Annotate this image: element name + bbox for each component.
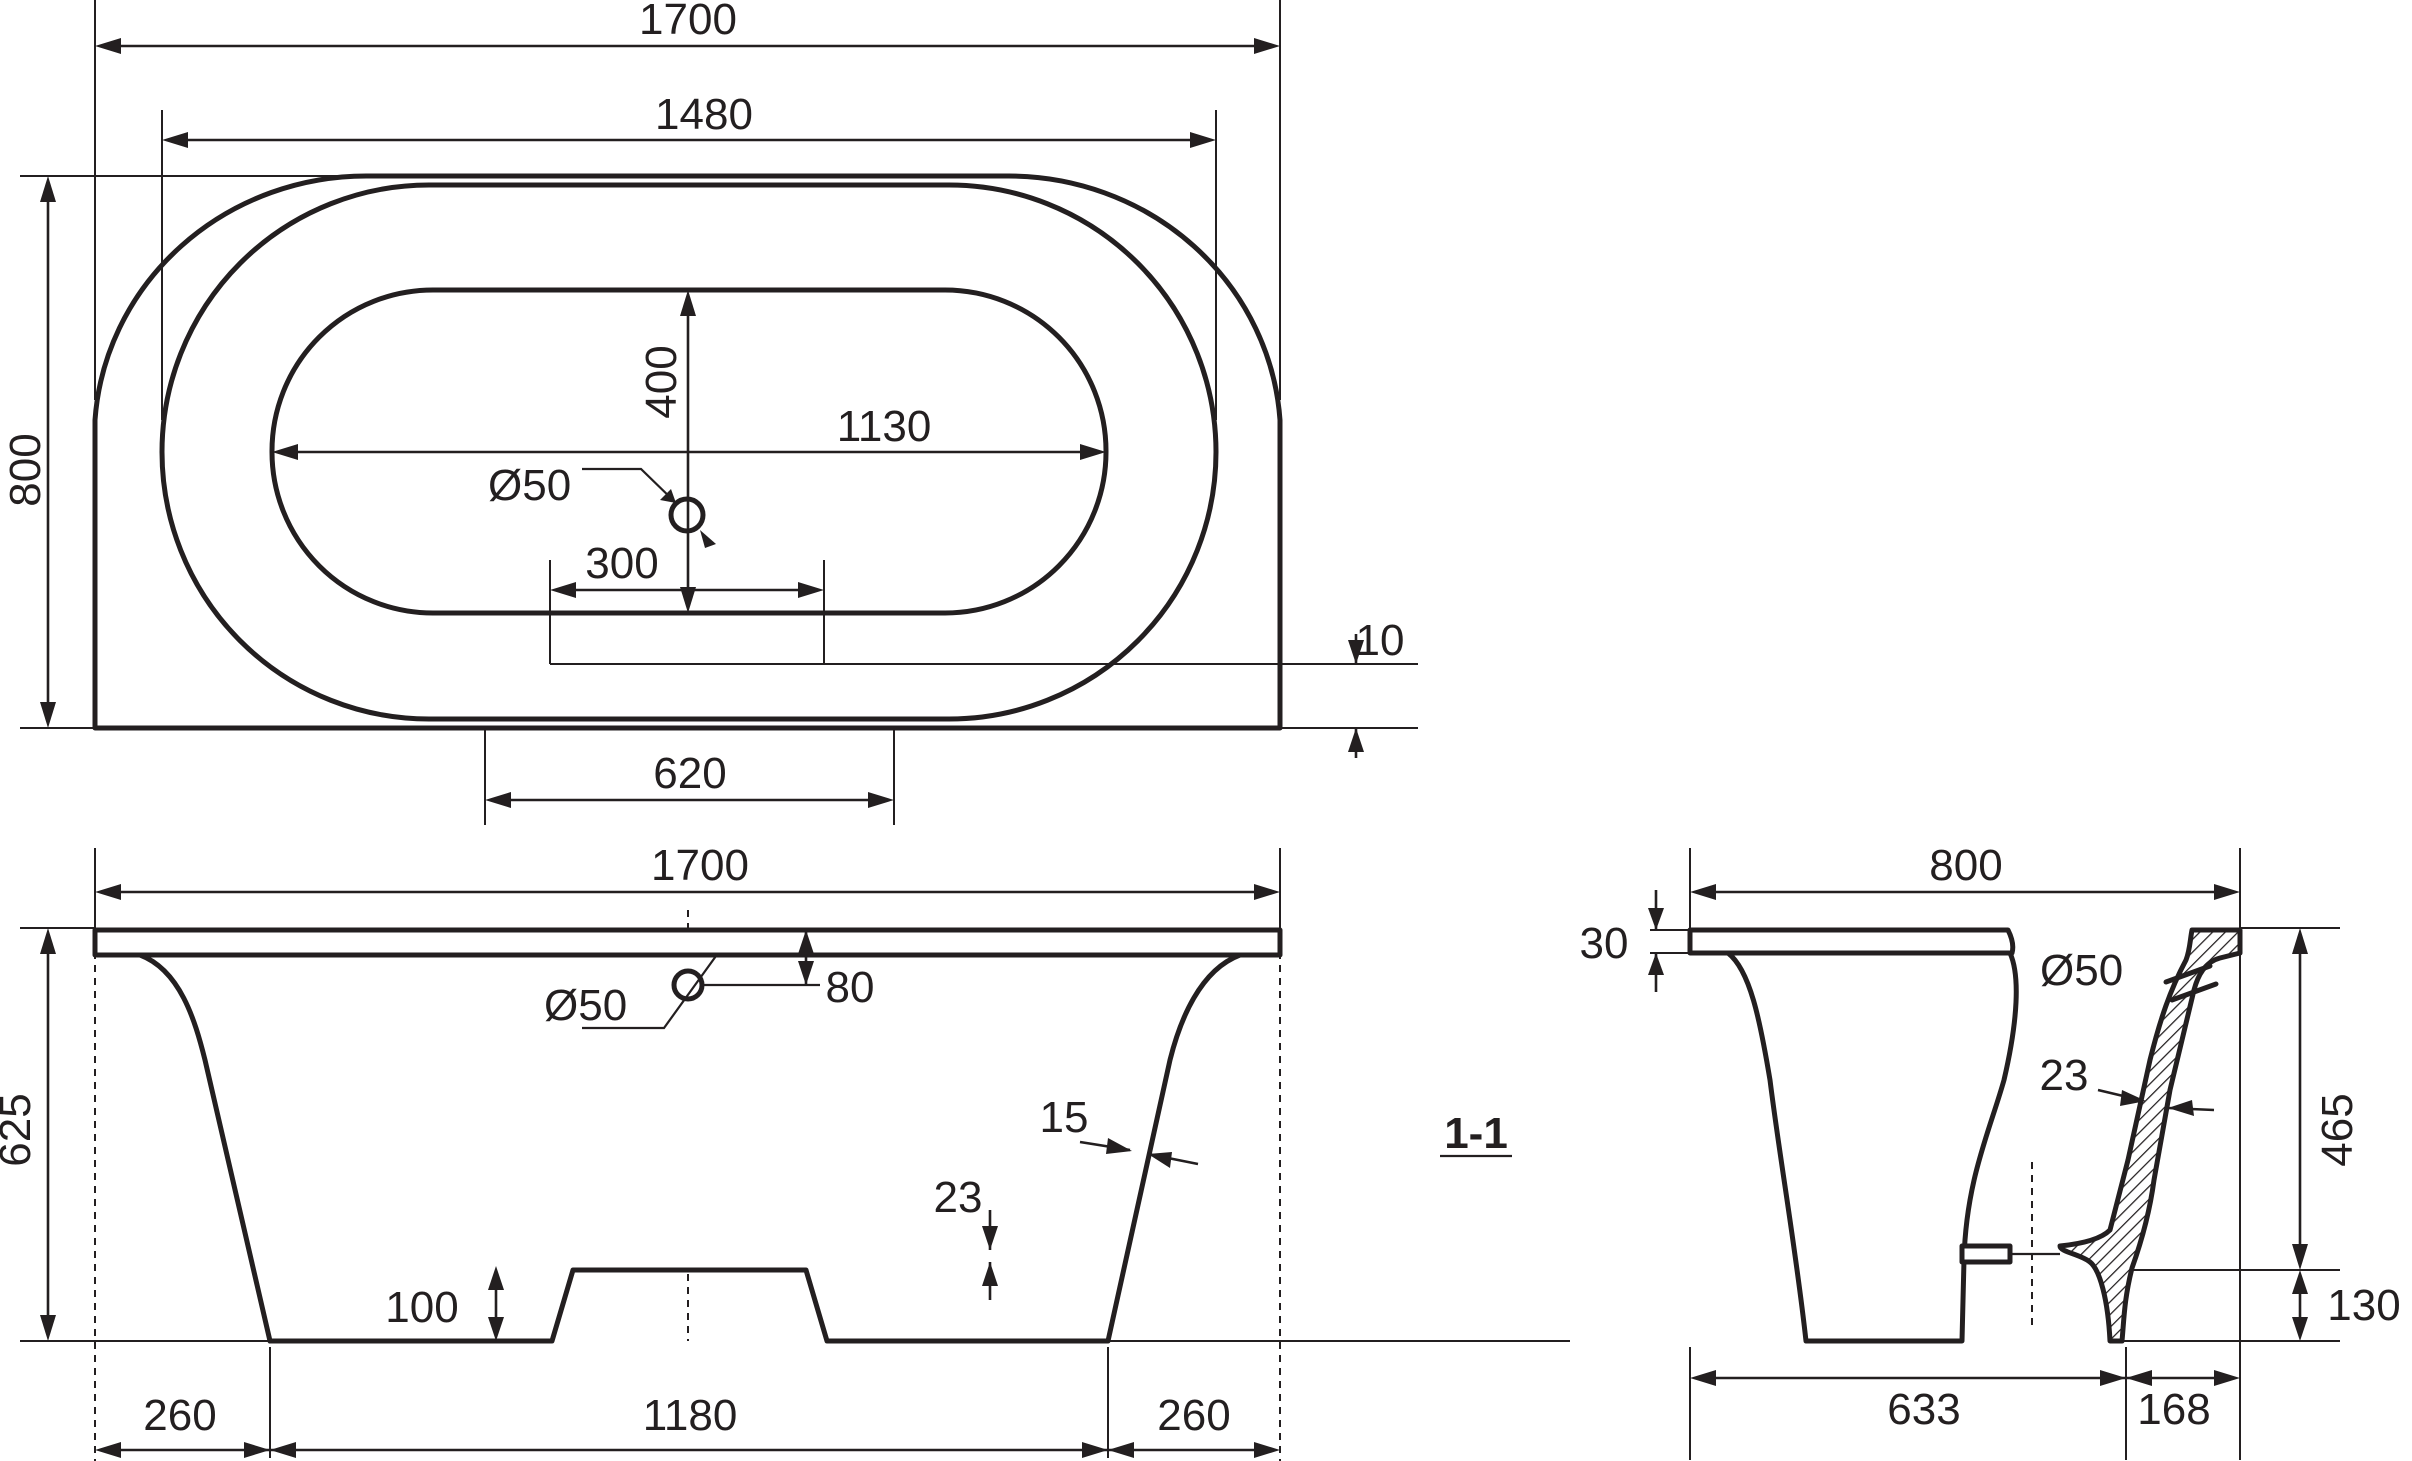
label-side-base-depth: 633 (1887, 1385, 1960, 1434)
section-label: 1-1 (1444, 1109, 1508, 1158)
arrow (244, 1442, 270, 1458)
arrow (272, 444, 298, 460)
arrow (40, 702, 56, 728)
label-front-foot-height: 100 (385, 1283, 458, 1332)
arrow (40, 1315, 56, 1341)
arrow (95, 38, 121, 54)
arrow (485, 792, 511, 808)
arrow (1080, 444, 1106, 460)
arrow (1648, 953, 1664, 975)
arrow (2292, 1244, 2308, 1270)
front-view: 1700 625 80 Ø50 15 23 100 (0, 841, 1570, 1461)
arrow (982, 1262, 998, 1286)
arrow (798, 582, 824, 598)
label-side-upper-height: 465 (2313, 1093, 2362, 1166)
label-side-rim-thickness: 30 (1580, 919, 1629, 968)
arrow (1108, 1442, 1134, 1458)
arrow (40, 176, 56, 202)
side-overflow-marks (2163, 963, 2219, 1003)
arrow (488, 1266, 504, 1290)
arrow (1190, 132, 1216, 148)
label-front-right-offset: 260 (1157, 1391, 1230, 1440)
side-view-body (1725, 950, 2019, 1344)
arrow (40, 928, 56, 954)
arrow (2100, 1370, 2126, 1386)
front-view-body (137, 952, 1243, 1344)
arrow (488, 1317, 504, 1341)
arrow (680, 290, 696, 316)
label-top-basin-width: 400 (637, 345, 686, 418)
side-view-rim (1687, 927, 2016, 956)
label-side-overall-width: 800 (1929, 841, 2002, 890)
side-view-floor (1959, 1243, 2013, 1265)
arrow (1690, 884, 1716, 900)
arrow (2214, 884, 2240, 900)
top-view-basin (269, 287, 1109, 616)
top-view: 1700 1480 800 400 1130 Ø50 300 10 (1, 0, 1418, 825)
label-top-edge-offset: 10 (1356, 616, 1405, 665)
label-side-base-height: 130 (2327, 1281, 2400, 1330)
arrow (162, 132, 188, 148)
front-overflow-leader (582, 955, 717, 1030)
top-view-rim (159, 182, 1219, 722)
top-ext-lines (20, 0, 1418, 825)
arrow (680, 587, 696, 613)
top-drain-arrow-2 (700, 530, 716, 548)
arrow (1648, 908, 1664, 930)
front-view-rim (92, 927, 1283, 958)
arrow (1254, 884, 1280, 900)
label-front-height: 625 (0, 1093, 40, 1166)
label-side-foot-depth: 168 (2137, 1385, 2210, 1434)
arrow (2120, 1090, 2146, 1106)
arrow (2168, 1100, 2194, 1116)
label-front-overflow-offset: 80 (826, 963, 875, 1012)
label-front-overflow-diameter: Ø50 (544, 981, 627, 1030)
arrow (1690, 1370, 1716, 1386)
side-section-view: 800 30 Ø50 23 465 130 633 168 (1580, 841, 2401, 1460)
arrow (2292, 1317, 2308, 1341)
arrow (1148, 1152, 1172, 1168)
arrow (2126, 1370, 2152, 1386)
label-top-drain-offset: 300 (585, 539, 658, 588)
label-side-wall-thickness: 23 (2040, 1051, 2089, 1100)
label-top-overall-width: 800 (1, 433, 50, 506)
label-front-base-length: 1180 (643, 1391, 738, 1440)
side-view-wall-section (2057, 927, 2243, 1344)
label-top-overall-length: 1700 (639, 0, 737, 44)
arrow (2292, 928, 2308, 954)
arrow (2292, 1270, 2308, 1294)
label-front-overall-length: 1700 (651, 841, 749, 890)
label-front-wall-thickness: 15 (1040, 1093, 1089, 1142)
label-top-basin-length: 1130 (837, 402, 932, 451)
top-drain-leader (582, 467, 677, 504)
top-view-outline (92, 173, 1283, 731)
arrow (1348, 640, 1364, 664)
top-drain-arrow (660, 489, 676, 503)
arrow (95, 1442, 121, 1458)
arrow (550, 582, 576, 598)
label-front-floor-thickness: 23 (934, 1173, 983, 1222)
label-top-rear-width: 620 (653, 749, 726, 798)
arrow (798, 930, 814, 954)
arrow (270, 1442, 296, 1458)
arrow (798, 961, 814, 985)
label-side-overflow-diameter: Ø50 (2040, 946, 2123, 995)
arrow (1348, 728, 1364, 752)
arrow (868, 792, 894, 808)
side-ext-lines (1650, 848, 2340, 1460)
arrow (2214, 1370, 2240, 1386)
arrow (1254, 38, 1280, 54)
label-front-left-offset: 260 (143, 1391, 216, 1440)
arrow (95, 884, 121, 900)
arrow (1082, 1442, 1108, 1458)
arrow (1106, 1138, 1132, 1154)
arrow (1254, 1442, 1280, 1458)
label-top-drain-diameter: Ø50 (488, 461, 571, 510)
arrow (982, 1226, 998, 1250)
label-top-inner-length: 1480 (655, 90, 753, 139)
